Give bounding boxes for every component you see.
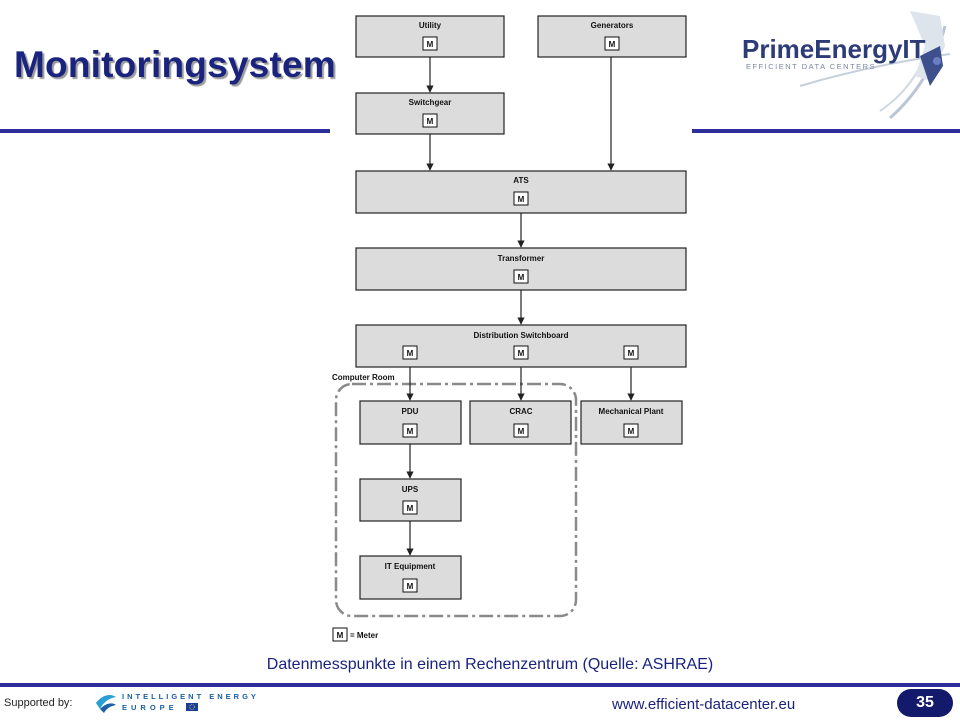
meter-icon: M xyxy=(332,627,348,642)
node-ups: UPS M xyxy=(359,478,462,522)
node-switchgear-label: Switchgear xyxy=(409,98,452,107)
title-rule-right xyxy=(692,129,960,133)
legend-text: = Meter xyxy=(350,631,378,640)
meter-icon: M xyxy=(402,345,418,360)
svg-text:M: M xyxy=(518,273,525,282)
logo-swoosh-graphic xyxy=(799,11,951,120)
node-ats-label: ATS xyxy=(513,176,529,185)
meter-icon: M xyxy=(422,113,438,128)
meter-icon: M xyxy=(623,423,639,438)
svg-text:M: M xyxy=(628,427,635,436)
node-pdu: PDU M xyxy=(359,400,462,445)
meter-icon: M xyxy=(513,191,529,206)
iee-line1: INTELLIGENT ENERGY xyxy=(122,692,259,701)
svg-text:M: M xyxy=(427,40,434,49)
node-pdu-label: PDU xyxy=(402,407,419,416)
meter-icon: M xyxy=(513,269,529,284)
footer-rule xyxy=(0,683,960,687)
title-rule-left xyxy=(0,129,330,133)
eu-flag-icon xyxy=(186,703,198,711)
node-mechanical-label: Mechanical Plant xyxy=(599,407,664,416)
node-crac: CRAC M xyxy=(469,400,572,445)
node-it-equipment: IT Equipment M xyxy=(359,555,462,600)
svg-text:M: M xyxy=(427,117,434,126)
iee-line2: EUROPE xyxy=(122,703,178,712)
iee-emblem-icon xyxy=(96,695,116,709)
intelligent-energy-europe-logo: INTELLIGENT ENERGY EUROPE xyxy=(96,692,259,713)
computer-room-label: Computer Room xyxy=(332,373,395,382)
meter-icon: M xyxy=(623,345,639,360)
meter-icon: M xyxy=(402,500,418,515)
primeenergyit-tagline: EFFICIENT DATA CENTERS xyxy=(746,62,876,71)
page-number-badge: 35 xyxy=(897,689,953,717)
node-it-equipment-label: IT Equipment xyxy=(385,562,436,571)
svg-text:M: M xyxy=(407,504,414,513)
node-mechanical-plant: Mechanical Plant M xyxy=(580,400,683,445)
meter-icon: M xyxy=(604,36,620,51)
node-ats: ATS M xyxy=(355,170,687,214)
meter-icon: M xyxy=(513,345,529,360)
connectors xyxy=(406,57,635,556)
node-generators: Generators M xyxy=(537,15,687,58)
svg-text:M: M xyxy=(407,427,414,436)
meter-icon: M xyxy=(513,423,529,438)
meter-icon: M xyxy=(422,36,438,51)
node-distribution-label: Distribution Switchboard xyxy=(473,331,568,340)
website-link[interactable]: www.efficient-datacenter.eu xyxy=(612,696,796,713)
node-generators-label: Generators xyxy=(591,21,634,30)
node-ups-label: UPS xyxy=(402,485,419,494)
diagram-legend: M = Meter xyxy=(332,627,378,642)
svg-text:M: M xyxy=(609,40,616,49)
meter-icon: M xyxy=(402,423,418,438)
node-transformer: Transformer M xyxy=(355,247,687,291)
node-switchgear: Switchgear M xyxy=(355,92,505,135)
svg-text:M: M xyxy=(337,631,344,640)
svg-text:M: M xyxy=(628,349,635,358)
svg-text:M: M xyxy=(407,349,414,358)
primeenergyit-wordmark: PrimeEnergyIT xyxy=(742,34,926,64)
primeenergyit-logo: PrimeEnergyIT EFFICIENT DATA CENTERS xyxy=(742,11,951,120)
meter-icon: M xyxy=(402,578,418,593)
node-utility: Utility M xyxy=(355,15,505,58)
svg-text:M: M xyxy=(518,349,525,358)
node-utility-label: Utility xyxy=(419,21,442,30)
supported-by-label: Supported by: xyxy=(4,697,73,709)
diagram-caption: Datenmesspunkte in einem Rechenzentrum (… xyxy=(266,656,714,673)
node-distribution-switchboard: Distribution Switchboard M M M xyxy=(355,324,687,368)
svg-text:M: M xyxy=(518,427,525,436)
node-transformer-label: Transformer xyxy=(498,254,545,263)
slide-title: Monitoringsystem xyxy=(14,44,336,85)
computer-room-enclosure xyxy=(334,382,578,618)
svg-text:M: M xyxy=(518,195,525,204)
node-crac-label: CRAC xyxy=(509,407,532,416)
svg-text:M: M xyxy=(407,582,414,591)
